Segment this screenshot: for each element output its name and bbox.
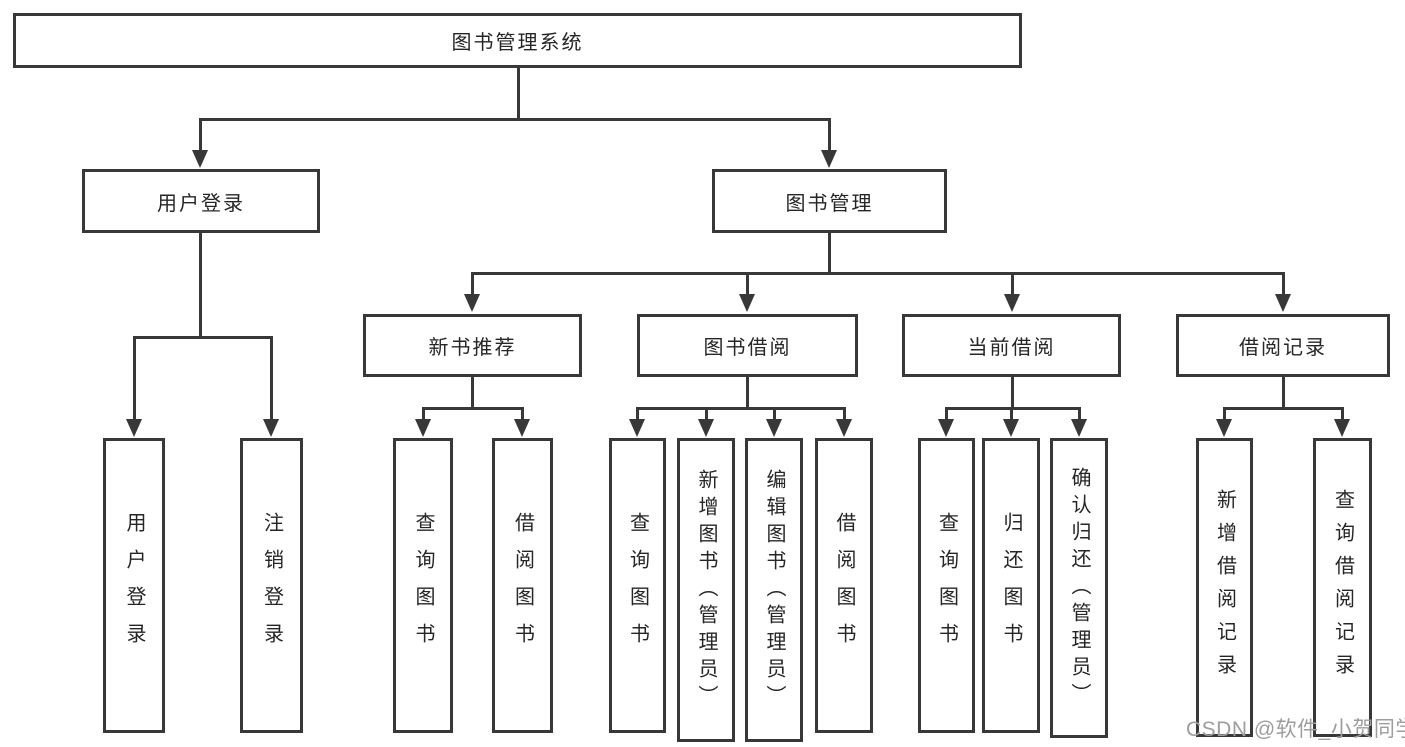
leaf-cb-query-book: 查询图书: [918, 438, 975, 733]
leaf-br-add-record: 新增借阅记录: [1196, 438, 1253, 737]
leaf-bb-query-book-label: 查询图书: [626, 511, 649, 660]
leaf-br-add-record-label: 新增借阅记录: [1213, 488, 1236, 687]
connector-bb-leaf2-drop: [705, 407, 708, 421]
leaf-bb-query-book: 查询图书: [609, 438, 666, 733]
connector-nb-leaf1-drop: [422, 407, 425, 421]
arrowhead-cb-leaf1: [938, 419, 954, 437]
connector-ul-leaf1-drop: [133, 336, 136, 421]
leaf-nb-borrow-book-label: 借阅图书: [511, 511, 534, 660]
connector-book-borrow-stem: [746, 377, 749, 409]
leaf-user-login: 用户登录: [103, 438, 165, 733]
connector-book-borrow-drop: [746, 272, 749, 298]
csdn-watermark: CSDN @软件_小贺同学: [1186, 718, 1405, 741]
leaf-cb-confirm-return-label: 确认归还（管理员）: [1068, 466, 1090, 710]
node-current-borrow: 当前借阅: [902, 314, 1121, 377]
node-current-borrow-label: 当前借阅: [967, 337, 1056, 359]
connector-book-mgmt-drop: [828, 118, 831, 152]
leaf-bb-add-book: 新增图书（管理员）: [677, 438, 735, 742]
connector-new-book-drop: [471, 272, 474, 298]
leaf-nb-query-book: 查询图书: [393, 438, 453, 733]
node-borrow-records-label: 借阅记录: [1239, 337, 1327, 359]
node-new-book-rec: 新书推荐: [363, 314, 582, 377]
leaf-cb-return-book: 归还图书: [982, 438, 1040, 733]
node-root-label: 图书管理系统: [451, 32, 584, 54]
connector-user-login-drop: [199, 118, 202, 152]
arrowhead-br-leaf1: [1216, 419, 1232, 437]
connector-book-borrow-bar: [636, 407, 846, 410]
connector-br-leaf2-drop: [1341, 407, 1344, 421]
connector-bb-leaf1-drop: [636, 407, 639, 421]
connector-ul-leaf2-drop: [270, 336, 273, 421]
arrowhead-borrow-records: [1275, 294, 1291, 312]
arrowhead-bb-leaf2: [698, 419, 714, 437]
arrowhead-bb-leaf4: [836, 419, 852, 437]
connector-br-leaf1-drop: [1223, 407, 1226, 421]
arrowhead-ul-leaf2: [263, 419, 279, 437]
connector-cb-leaf2-drop: [1010, 407, 1013, 421]
connector-nb-leaf2-drop: [521, 407, 524, 421]
leaf-bb-add-book-label: 新增图书（管理员）: [695, 468, 717, 712]
arrowhead-book-mgmt: [821, 150, 837, 168]
connector-level2-bar: [199, 118, 831, 121]
connector-current-borrow-stem: [1011, 377, 1014, 409]
leaf-user-login-label: 用户登录: [123, 511, 145, 660]
arrowhead-cb-leaf3: [1071, 419, 1087, 437]
leaf-nb-query-book-label: 查询图书: [412, 511, 434, 660]
arrowhead-nb-leaf1: [415, 419, 431, 437]
arrowhead-current-borrow: [1004, 294, 1020, 312]
node-user-login-label: 用户登录: [157, 192, 245, 215]
connector-cb-leaf3-drop: [1078, 407, 1081, 421]
arrowhead-user-login: [192, 150, 208, 168]
leaf-bb-edit-book-label: 编辑图书（管理员）: [763, 468, 785, 712]
node-book-borrow: 图书借阅: [637, 314, 858, 377]
connector-root-stem: [517, 67, 520, 121]
node-book-mgmt: 图书管理: [712, 169, 947, 233]
node-root: 图书管理系统: [13, 13, 1022, 68]
leaf-cb-return-book-label: 归还图书: [1000, 511, 1022, 660]
connector-user-login-bar: [133, 336, 273, 339]
arrowhead-cb-leaf2: [1003, 419, 1019, 437]
connector-book-mgmt-stem: [828, 233, 831, 274]
node-user-login: 用户登录: [82, 169, 320, 233]
node-book-borrow-label: 图书借阅: [703, 337, 792, 359]
arrowhead-book-borrow: [739, 294, 755, 312]
connector-borrow-records-stem: [1282, 377, 1285, 409]
arrowhead-ul-leaf1: [126, 419, 142, 437]
connector-current-borrow-bar: [945, 407, 1081, 410]
connector-new-book-bar: [422, 407, 524, 410]
arrowhead-bb-leaf3: [766, 419, 782, 437]
leaf-br-query-record: 查询借阅记录: [1313, 438, 1372, 737]
connector-borrow-records-drop: [1282, 272, 1285, 298]
leaf-cb-query-book-label: 查询图书: [935, 511, 958, 660]
node-book-mgmt-label: 图书管理: [785, 192, 874, 215]
arrowhead-nb-leaf2: [514, 419, 530, 437]
connector-current-borrow-drop: [1011, 272, 1014, 298]
leaf-logout-label: 注销登录: [260, 511, 283, 660]
connector-new-book-stem: [471, 377, 474, 409]
connector-user-login-stem: [199, 233, 202, 338]
arrowhead-bb-leaf1: [629, 419, 645, 437]
leaf-bb-edit-book: 编辑图书（管理员）: [745, 438, 803, 742]
leaf-logout: 注销登录: [240, 438, 303, 733]
connector-bb-leaf4-drop: [843, 407, 846, 421]
connector-cb-leaf1-drop: [945, 407, 948, 421]
node-borrow-records: 借阅记录: [1176, 314, 1390, 377]
leaf-bb-borrow-book-label: 借阅图书: [833, 511, 855, 660]
leaf-cb-confirm-return: 确认归还（管理员）: [1050, 438, 1108, 738]
leaf-br-query-record-label: 查询借阅记录: [1331, 488, 1354, 687]
connector-bb-leaf3-drop: [773, 407, 776, 421]
leaf-nb-borrow-book: 借阅图书: [492, 438, 553, 733]
node-new-book-rec-label: 新书推荐: [428, 337, 517, 359]
arrowhead-br-leaf2: [1334, 419, 1350, 437]
connector-borrow-records-bar: [1223, 407, 1344, 410]
connector-level3-bar: [471, 272, 1285, 275]
leaf-bb-borrow-book: 借阅图书: [815, 438, 873, 733]
arrowhead-new-book: [464, 294, 480, 312]
